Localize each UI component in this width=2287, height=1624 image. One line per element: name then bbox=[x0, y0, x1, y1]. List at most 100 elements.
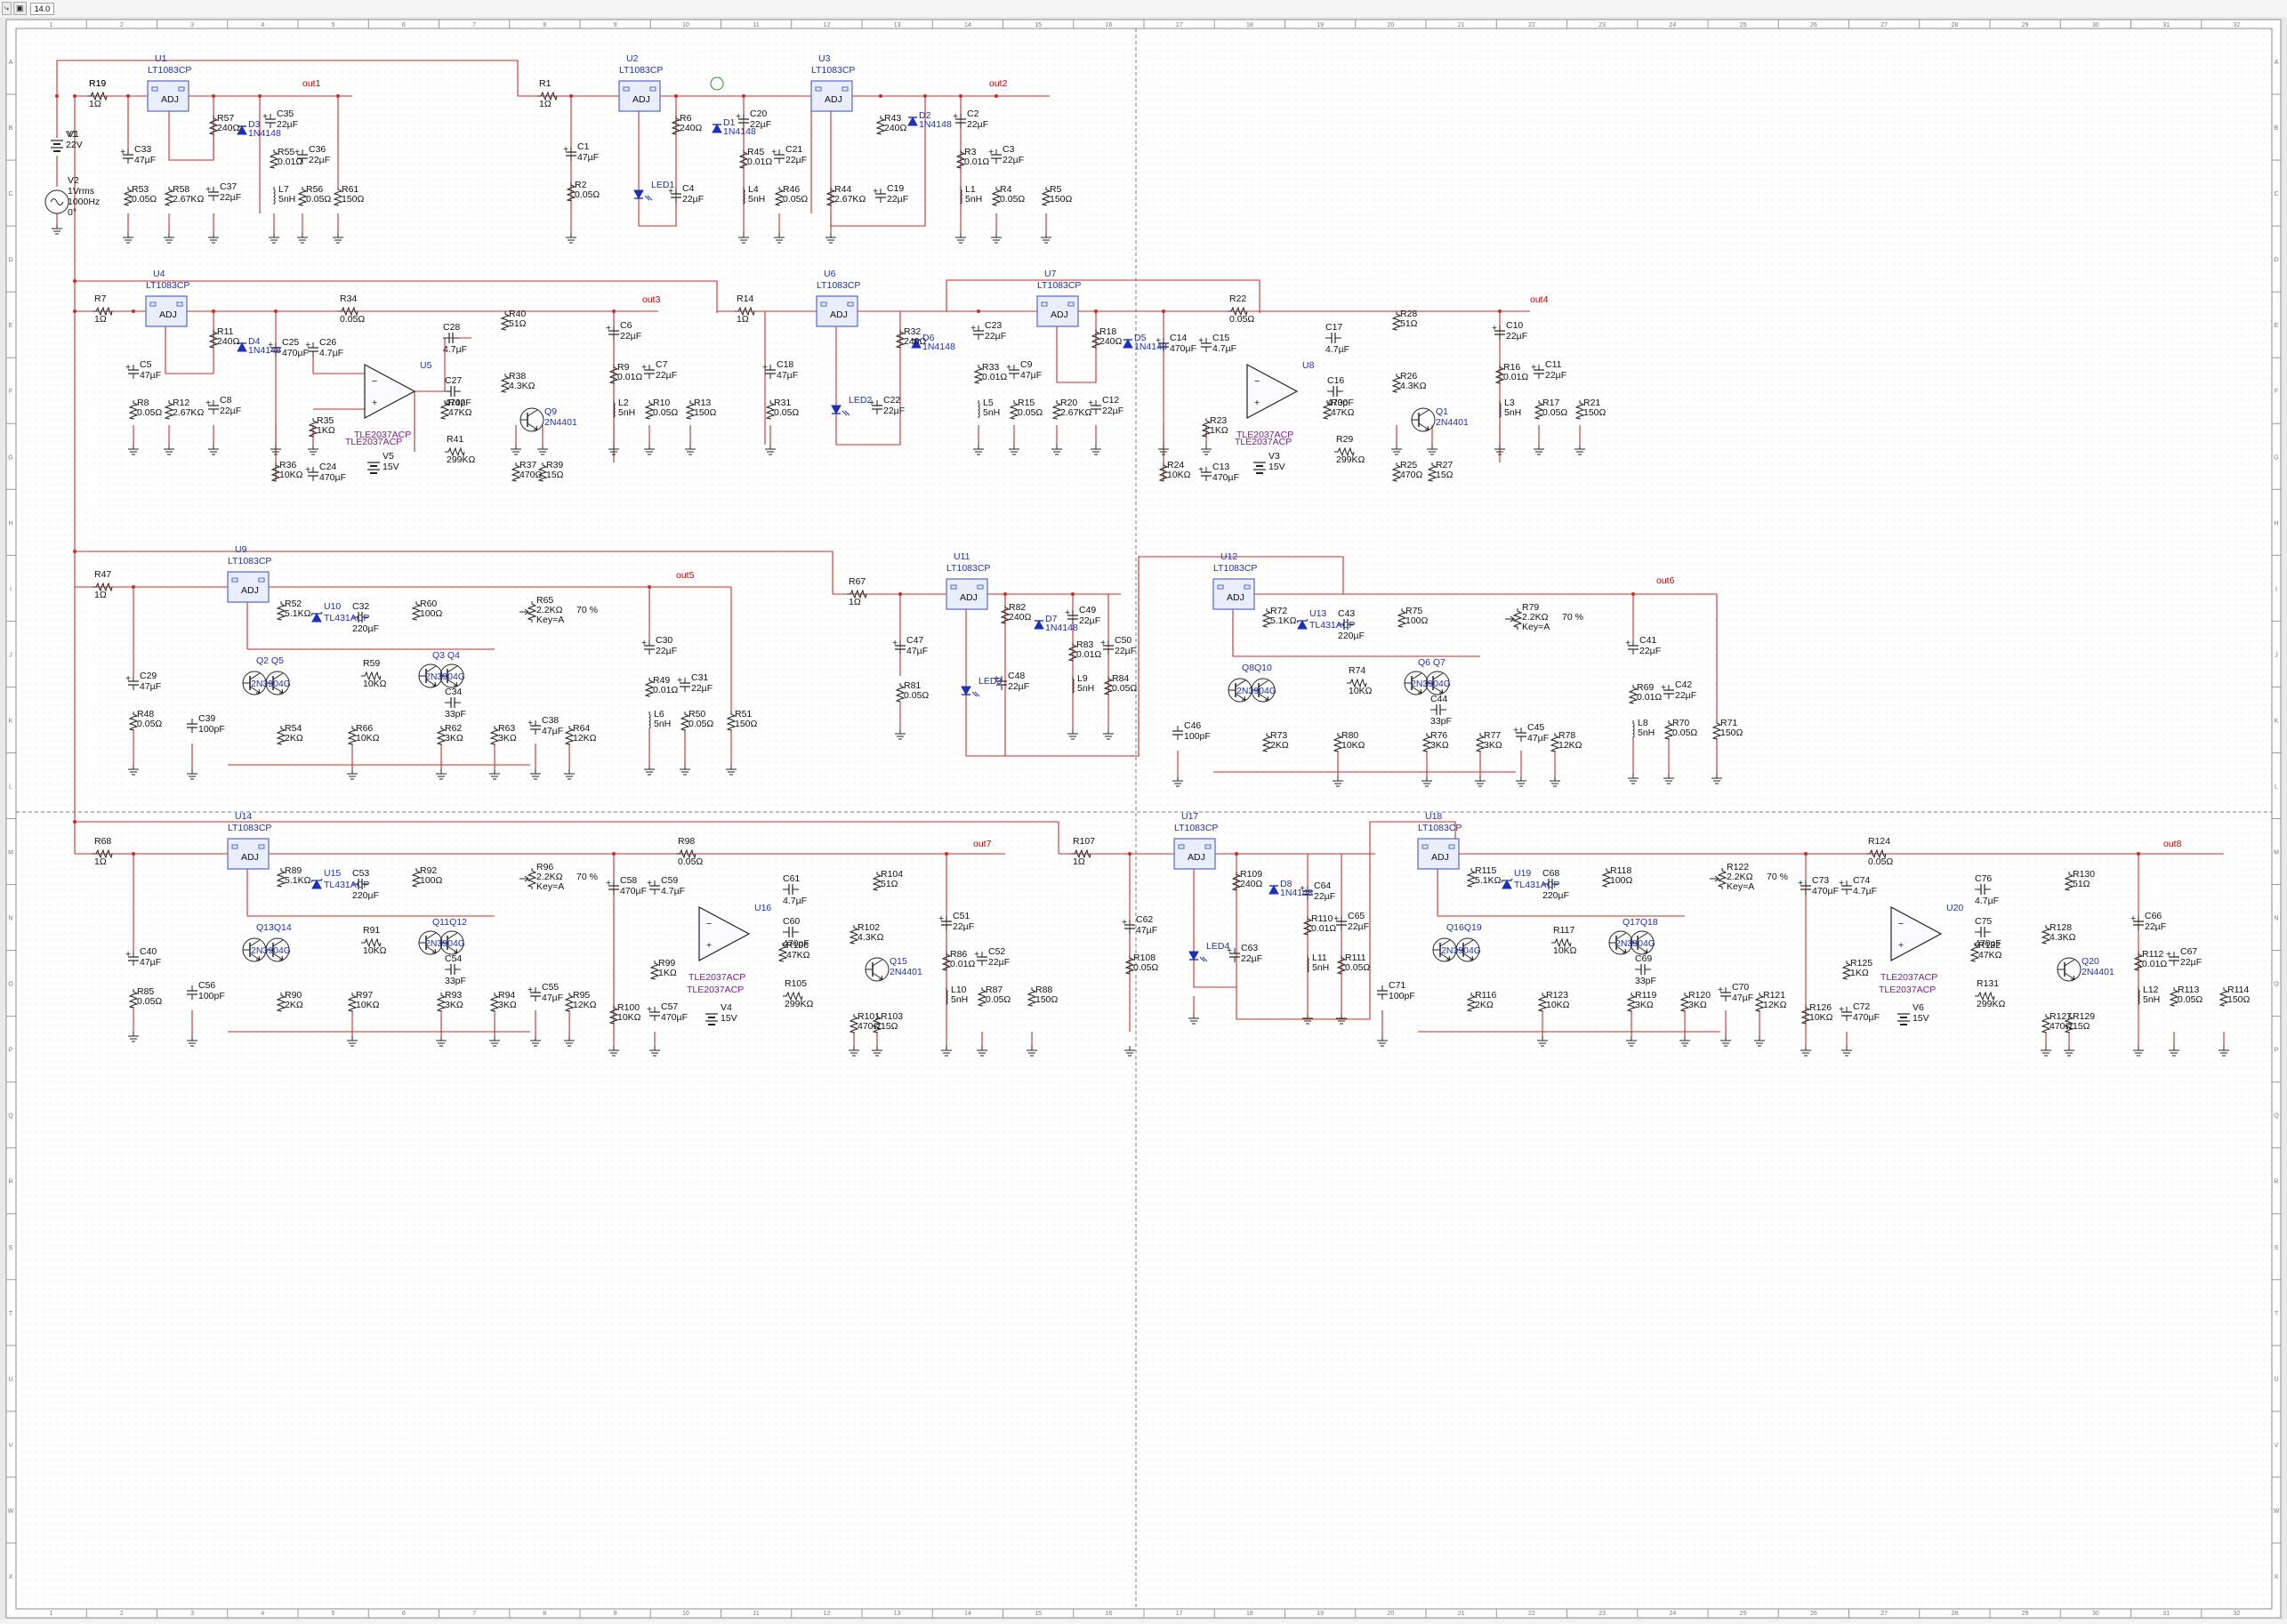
resistor[interactable] bbox=[537, 462, 548, 482]
resistor[interactable] bbox=[1071, 848, 1091, 859]
resistor[interactable] bbox=[1551, 937, 1572, 948]
resistor[interactable] bbox=[1466, 868, 1477, 888]
resistor[interactable] bbox=[436, 726, 447, 745]
inductor[interactable] bbox=[2138, 987, 2140, 1005]
regulator-ic[interactable]: ADJ bbox=[147, 80, 189, 112]
resistor[interactable] bbox=[2219, 987, 2229, 1007]
capacitor[interactable] bbox=[996, 676, 1007, 690]
resistor[interactable] bbox=[1550, 733, 1560, 752]
regulator-ic[interactable]: ADJ bbox=[618, 80, 661, 112]
inductor[interactable] bbox=[1307, 955, 1309, 973]
capacitor[interactable] bbox=[649, 1007, 660, 1021]
capacitor[interactable] bbox=[443, 333, 459, 343]
capacitor[interactable] bbox=[955, 114, 966, 128]
diode[interactable] bbox=[1123, 338, 1133, 349]
capacitor[interactable] bbox=[265, 114, 276, 128]
capacitor[interactable] bbox=[872, 400, 882, 414]
transistor-q1[interactable] bbox=[1411, 407, 1436, 432]
regulator-ic[interactable]: ADJ bbox=[1173, 838, 1216, 870]
resistor[interactable] bbox=[1754, 993, 1765, 1012]
opamp[interactable] bbox=[364, 363, 416, 420]
capacitor[interactable] bbox=[783, 927, 799, 937]
shunt-reference[interactable] bbox=[1296, 618, 1309, 630]
transistor-pair-right[interactable] bbox=[1630, 930, 1655, 955]
resistor[interactable] bbox=[847, 589, 867, 599]
capacitor[interactable] bbox=[308, 467, 318, 481]
resistor[interactable] bbox=[1711, 720, 1722, 740]
resistor[interactable] bbox=[735, 306, 755, 317]
resistor[interactable] bbox=[123, 187, 133, 206]
resistor[interactable] bbox=[738, 149, 749, 169]
capacitor[interactable] bbox=[1325, 333, 1341, 343]
resistor[interactable] bbox=[489, 726, 500, 745]
resistor[interactable] bbox=[1302, 916, 1313, 936]
capacitor[interactable] bbox=[2133, 916, 2144, 930]
transistor-pair-right[interactable] bbox=[265, 937, 290, 962]
inductor[interactable] bbox=[1632, 720, 1635, 738]
potentiometer[interactable] bbox=[519, 601, 537, 623]
resistor[interactable] bbox=[825, 187, 836, 206]
resistor[interactable] bbox=[411, 868, 422, 888]
resistor[interactable] bbox=[1397, 608, 1407, 628]
regulator-ic[interactable]: ADJ bbox=[145, 295, 188, 327]
capacitor[interactable] bbox=[1103, 640, 1114, 655]
capacitor[interactable] bbox=[1201, 467, 1212, 481]
resistor[interactable] bbox=[2041, 1014, 2051, 1033]
capacitor[interactable] bbox=[1302, 886, 1313, 900]
capacitor[interactable] bbox=[297, 149, 308, 164]
inductor[interactable] bbox=[946, 987, 948, 1005]
resistor[interactable] bbox=[1663, 720, 1674, 740]
capacitor[interactable] bbox=[270, 342, 281, 357]
led[interactable] bbox=[961, 686, 980, 697]
resistor[interactable] bbox=[1000, 605, 1011, 624]
capacitor[interactable] bbox=[1720, 987, 1731, 1001]
capacitor[interactable] bbox=[991, 149, 1002, 164]
regulator-ic[interactable]: ADJ bbox=[816, 295, 858, 327]
capacitor[interactable] bbox=[530, 720, 541, 735]
capacitor[interactable] bbox=[1975, 884, 1991, 895]
resistor[interactable] bbox=[1574, 400, 1585, 420]
transistor-pair-left[interactable] bbox=[242, 671, 267, 695]
resistor[interactable] bbox=[941, 952, 952, 971]
transistor-pair-right[interactable] bbox=[439, 930, 464, 955]
resistor[interactable] bbox=[276, 868, 286, 888]
capacitor[interactable] bbox=[738, 114, 749, 128]
capacitor[interactable] bbox=[680, 678, 690, 692]
resistor[interactable] bbox=[1626, 993, 1637, 1012]
resistor[interactable] bbox=[1679, 993, 1690, 1012]
resistor[interactable] bbox=[1391, 462, 1402, 482]
capacitor[interactable] bbox=[1158, 338, 1169, 352]
resistor[interactable] bbox=[1494, 365, 1505, 384]
resistor[interactable] bbox=[128, 400, 139, 420]
inductor[interactable] bbox=[648, 712, 651, 729]
resistor[interactable] bbox=[270, 462, 281, 482]
resistor[interactable] bbox=[1124, 955, 1135, 975]
transistor-pair-right[interactable] bbox=[1251, 678, 1276, 703]
capacitor[interactable] bbox=[977, 952, 987, 966]
resistor[interactable] bbox=[991, 187, 1002, 206]
resistor[interactable] bbox=[1475, 733, 1486, 752]
resistor[interactable] bbox=[537, 91, 558, 101]
capacitor[interactable] bbox=[1377, 985, 1388, 1000]
probe-icon[interactable] bbox=[710, 76, 724, 91]
capacitor[interactable] bbox=[530, 987, 541, 1001]
resistor[interactable] bbox=[436, 993, 447, 1012]
capacitor[interactable] bbox=[352, 879, 368, 889]
capacitor[interactable] bbox=[128, 952, 139, 966]
capacitor[interactable] bbox=[644, 640, 655, 655]
potentiometer[interactable] bbox=[519, 868, 537, 889]
capacitor[interactable] bbox=[208, 187, 219, 201]
resistor[interactable] bbox=[1041, 187, 1051, 206]
resistor[interactable] bbox=[777, 943, 788, 962]
resistor[interactable] bbox=[1534, 400, 1544, 420]
opamp[interactable] bbox=[698, 905, 751, 962]
capacitor[interactable] bbox=[1800, 880, 1811, 895]
resistor[interactable] bbox=[680, 712, 690, 731]
resistor[interactable] bbox=[1051, 400, 1062, 420]
resistor[interactable] bbox=[164, 187, 174, 206]
resistor[interactable] bbox=[1537, 993, 1548, 1012]
resistor[interactable] bbox=[566, 182, 576, 202]
led[interactable] bbox=[1188, 951, 1208, 962]
resistor[interactable] bbox=[2133, 952, 2144, 971]
